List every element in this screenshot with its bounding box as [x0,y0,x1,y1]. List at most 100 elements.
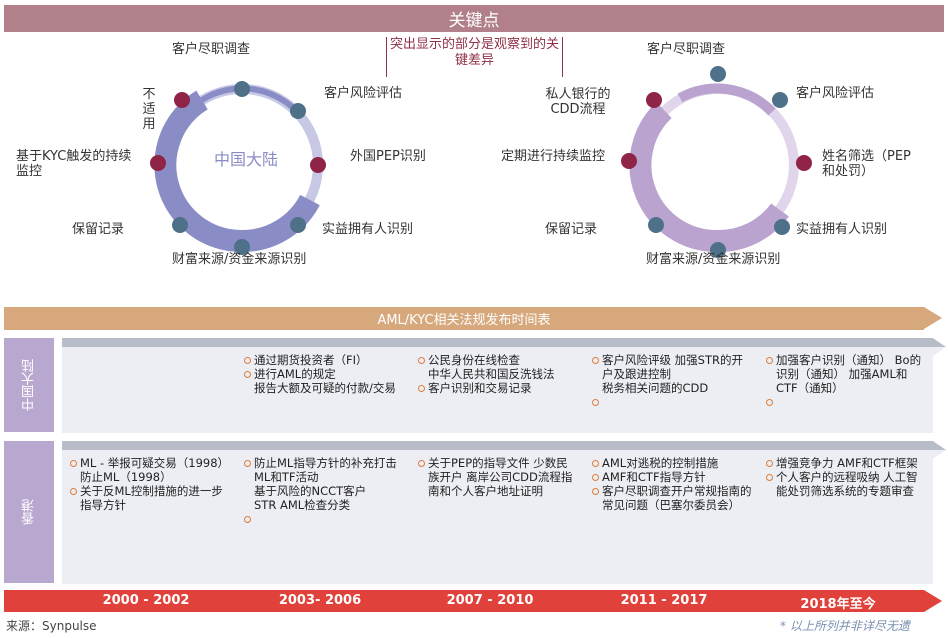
period-header-strip [62,441,250,450]
mainland-period-column: 客户风险评级 加强STR的开户及跟进控制 税务相关问题的CDD [584,338,772,433]
period-header-strip [410,441,598,450]
mainland-period-column: 公民身份在线检查 中华人民共和国反洗钱法客户识别和交易记录 [410,338,598,433]
period-item: 关于反ML控制措施的进一步指导方针 [70,484,230,512]
mainland-center-label: 中国大陆 [214,150,279,169]
source-note: 来源：Synpulse [6,619,97,633]
mainland-label-left-mid: 基于KYC触发的持续监控 [16,149,132,179]
period-item-list: 通过期货投资者（FI）进行AML的规定 报告大额及可疑的付款/交易 [236,347,424,395]
period-item: 客户风险评级 加强STR的开户及跟进控制 税务相关问题的CDD [592,353,752,395]
disclaimer-note: * 以上所列并非详尽无遗 [780,619,910,633]
bullet-icon [766,399,773,406]
mainland-period-column [62,338,250,433]
period-header-strip [62,338,250,347]
period-header-strip [236,338,424,347]
period-item: AMF和CTF指导方针 [592,470,752,484]
hongkong-dot-left-mid [621,153,637,169]
bullet-icon [244,460,251,467]
mainland-label-top: 客户尽职调查 [172,42,251,57]
bullet-icon [592,399,599,406]
period-header-strip [410,338,598,347]
bullet-icon [70,460,77,467]
period-item-list [62,347,250,353]
period-item-text: 客户尽职调查开户常规指南的常见问题（巴塞尔委员会） [602,484,752,512]
period-item-list: 客户风险评级 加强STR的开户及跟进控制 税务相关问题的CDD [584,347,772,406]
mainland-period-column: 加强客户识别（通知） Bo的识别（通知） 加强AML和CTF（通知） [758,338,946,433]
period-item-text: 增强竞争力 AMF和CTF框架 [776,456,918,470]
bullet-icon [418,385,425,392]
bullet-icon [244,516,251,523]
period-item: 进行AML的规定 报告大额及可疑的付款/交易 [244,367,404,395]
period-item: 客户识别和交易记录 [418,381,578,395]
hongkong-label-top: 客户尽职调查 [647,42,726,57]
period-item-text: AMF和CTF指导方针 [602,470,706,484]
period-header-strip [758,338,946,347]
hongkong-period-column: 增强竞争力 AMF和CTF框架个人客户的远程吸纳 人工智能处罚筛选系统的专题审查 [758,441,946,584]
period-item-text: 关于反ML控制措施的进一步指导方针 [80,484,223,512]
region-label-mainland: 中国大陆 [4,338,54,432]
period-item [244,512,404,523]
bullet-icon [592,357,599,364]
period-item-text: 进行AML的规定 报告大额及可疑的付款/交易 [254,367,396,395]
hongkong-center-label: 香港 [680,156,713,175]
period-item-text: AML对逃税的控制措施 [602,456,719,470]
period-item: ML - 举报可疑交易（1998） 防止ML（1998） [70,456,230,484]
timeline-title: AML/KYC相关法规发布时间表 [377,313,551,328]
bullet-icon [70,488,77,495]
period-item: AML对逃税的控制措施 [592,456,752,470]
period-header-strip [758,441,946,450]
period-item-list: 增强竞争力 AMF和CTF框架个人客户的远程吸纳 人工智能处罚筛选系统的专题审查 [758,450,946,498]
bullet-icon [244,371,251,378]
bullet-icon [592,488,599,495]
mainland-label-left-upper: 不适用 [142,87,156,132]
year-label: 2003- 2006 [278,593,362,608]
period-header-strip [236,441,424,450]
years-bar: 2000 - 2002 2003- 2006 2007 - 2010 2011 … [4,590,924,612]
period-item-text: 公民身份在线检查 中华人民共和国反洗钱法 [428,353,555,381]
hongkong-label-right-upper: 客户风险评估 [796,86,875,101]
year-label: 2007 - 2010 [446,593,534,608]
timeline-header: AML/KYC相关法规发布时间表 [4,307,924,330]
period-item [766,395,926,406]
hongkong-period-column: 防止ML指导方针的补充打击ML和TF活动 基于风险的NCCT客户 STR AML… [236,441,424,584]
region-mainland-text: 中国大陆 [21,359,37,411]
hongkong-dot-right-upper [772,92,788,108]
mainland-period-column: 通过期货投资者（FI）进行AML的规定 报告大额及可疑的付款/交易 [236,338,424,433]
period-item-text: 关于PEP的指导文件 少数民族开户 离岸公司CDD流程指南和个人客户地址证明 [428,456,573,498]
hongkong-label-left-mid: 定期进行持续监控 [501,149,606,164]
period-item: 个人客户的远程吸纳 人工智能处罚筛选系统的专题审查 [766,470,926,498]
hongkong-dot-left-upper [646,92,662,108]
years-arrow [924,590,942,612]
period-item-list: 关于PEP的指导文件 少数民族开户 离岸公司CDD流程指南和个人客户地址证明 [410,450,598,498]
year-label: 2011 - 2017 [620,593,708,608]
mainland-ring-diagram [150,81,326,255]
mainland-label-left-lower: 保留记录 [72,222,125,237]
period-item: 防止ML指导方针的补充打击ML和TF活动 基于风险的NCCT客户 STR AML… [244,456,404,512]
bullet-icon [418,460,425,467]
period-item: 公民身份在线检查 中华人民共和国反洗钱法 [418,353,578,381]
mainland-label-right-mid: 外国PEP识别 [350,149,426,164]
mainland-label-right-lower: 实益拥有人识别 [322,222,414,237]
period-item [592,395,752,406]
region-label-hongkong: 香港 [4,441,54,583]
timeline-arrow [924,307,942,329]
mainland-dot-right-upper [290,103,306,119]
hongkong-dot-left-lower [648,217,664,233]
year-label: 2018年至今 [800,597,876,612]
hongkong-ring-arc-top [677,83,776,116]
bullet-icon [766,474,773,481]
key-points-banner: 关键点 [4,5,944,32]
hongkong-label-left-lower: 保留记录 [545,222,598,237]
mainland-dot-left-upper [174,92,190,108]
period-item-text: 通过期货投资者（FI） [254,353,368,367]
callout-text: 突出显示的部分是观察到的关键差异 [389,37,559,68]
year-label: 2000 - 2002 [102,593,190,608]
bullet-icon [244,357,251,364]
hongkong-ring-diagram [621,66,812,258]
bullet-icon [592,460,599,467]
hongkong-label-right-mid: 姓名筛选（PEP和处罚） [822,149,911,179]
period-item-text: ML - 举报可疑交易（1998） 防止ML（1998） [80,456,230,484]
banner-title: 关键点 [448,11,500,31]
mainland-ring-arc-top [200,85,303,117]
